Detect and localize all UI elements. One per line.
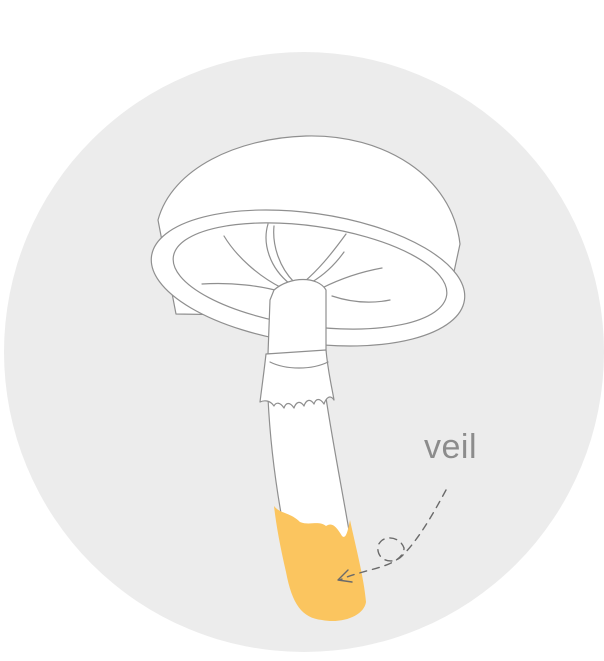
gills	[201, 223, 391, 303]
veil	[274, 506, 366, 622]
stem-ring	[259, 349, 335, 409]
ring-fold	[269, 361, 329, 369]
arrow-head	[337, 569, 353, 583]
dashed-arrow	[339, 489, 447, 581]
veil-label: veil	[424, 428, 478, 466]
stem-upper	[267, 279, 327, 355]
